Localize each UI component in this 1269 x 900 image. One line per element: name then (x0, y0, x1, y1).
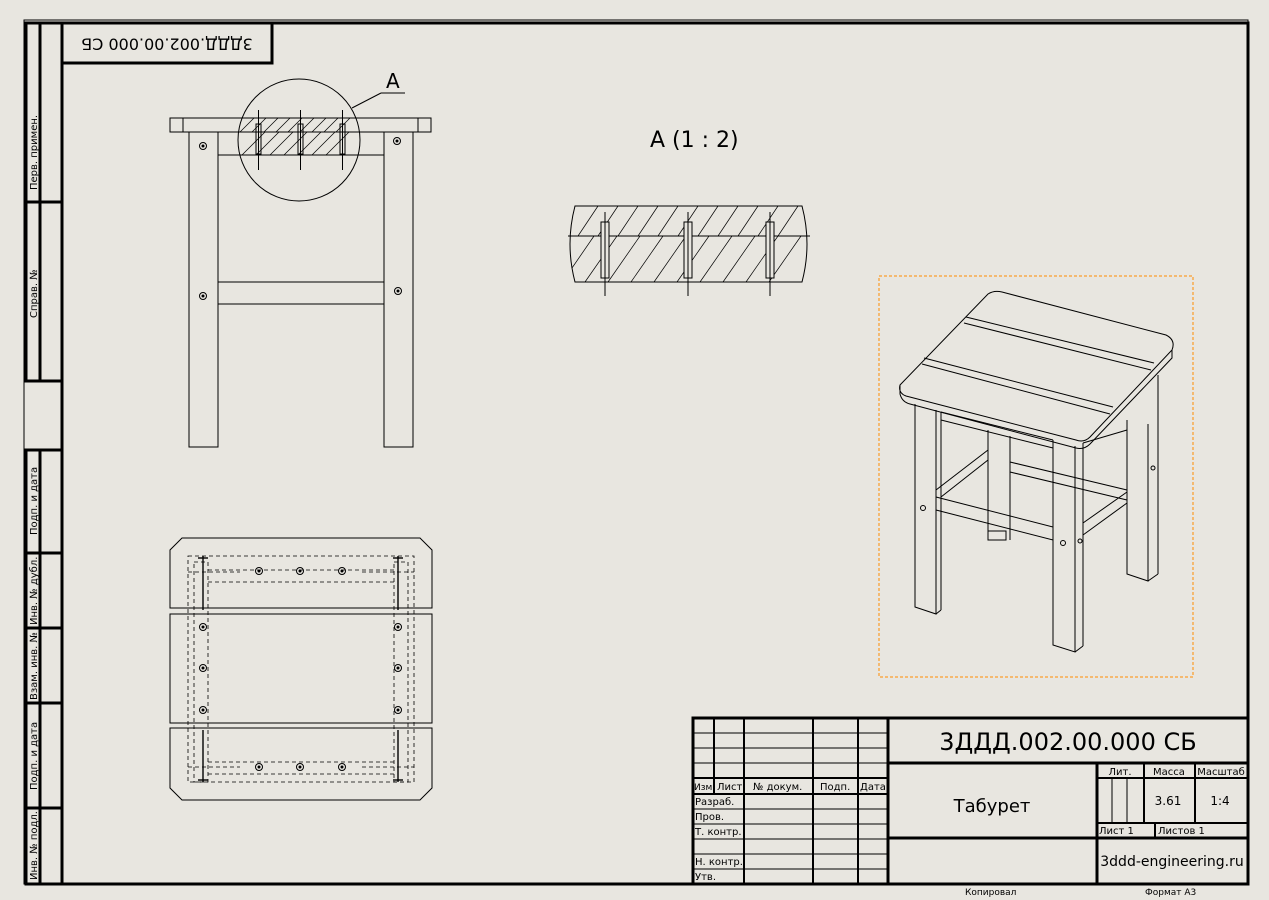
copied-label: Копировал (965, 888, 1016, 898)
sheets-total: Листов 1 (1158, 826, 1205, 837)
scale-value: 1:4 (1210, 794, 1229, 808)
left-margin-labels: Перв. примен. Справ. № Подп. и дата Инв.… (29, 115, 40, 880)
mass-value: 3.61 (1155, 794, 1182, 808)
top-bolts (198, 556, 403, 782)
detail-callout-label: A (386, 69, 400, 93)
sheet-number: Лист 1 (1099, 826, 1134, 837)
left-leg (188, 131, 219, 448)
header-data: Дата (860, 782, 886, 793)
designation: 3ДДД.002.00.000 СБ (939, 728, 1196, 756)
front-view (169, 78, 432, 448)
row-n-kontr: Н. контр. (695, 857, 743, 868)
sprav-no-label: Справ. № (29, 269, 40, 318)
row-utv: Утв. (695, 872, 716, 883)
vzam-inv-label: Взам. инв. № (29, 632, 40, 700)
header-podp: Подп. (820, 782, 850, 793)
header-massa: Масса (1153, 767, 1185, 778)
top-view (169, 537, 433, 801)
detail-callout-circle (237, 78, 361, 202)
top-board-2 (169, 613, 433, 724)
top-board-1 (169, 537, 433, 609)
detail-leader (351, 92, 382, 109)
seat-screws (255, 110, 346, 170)
detail-screws (600, 212, 775, 296)
header-masshtab: Масштаб (1197, 767, 1245, 778)
rotated-stamp: 3ДДД.002.00.000 СБ (60, 21, 274, 65)
organization: 3ddd-engineering.ru (1100, 854, 1243, 870)
row-prov: Пров. (695, 812, 724, 823)
seat-section-hatch (239, 117, 351, 156)
rotated-designation: 3ДДД.002.00.000 СБ (81, 35, 253, 54)
inv-dubl-label: Инв. № дубл. (29, 557, 40, 625)
inv-podl-label: Инв. № подл. (29, 811, 40, 880)
detail-board-outline (569, 205, 808, 283)
row-razrab: Разраб. (695, 797, 734, 808)
format-label: Формат A3 (1145, 888, 1196, 898)
left-margin-columns (24, 21, 64, 886)
title-block (691, 716, 1250, 886)
top-board-3 (169, 727, 433, 801)
podp-data-top-label: Подп. и дата (29, 467, 40, 535)
header-lit: Лит. (1108, 767, 1131, 778)
row-t-kontr: Т. контр. (694, 827, 742, 838)
title-block-text: 3ДДД.002.00.000 СБ Табурет 3ddd-engineer… (694, 728, 1245, 898)
header-doc-no: № докум. (753, 782, 802, 793)
front-bolt-holes (199, 137, 402, 300)
detail-view (568, 205, 810, 296)
detail-view-title: А (1 : 2) (650, 128, 739, 153)
header-izm: Изм. (694, 783, 715, 793)
iso-leg-front-right (1052, 440, 1076, 653)
perv-primen-label: Перв. примен. (29, 115, 40, 190)
iso-leg-back-right (1126, 420, 1149, 582)
iso-leg-front-left (914, 404, 937, 615)
podp-data-bottom-label: Подп. и дата (29, 722, 40, 790)
part-name: Табурет (953, 796, 1031, 817)
top-screw-heads (199, 567, 402, 771)
header-list: Лист (717, 782, 743, 793)
isometric-view (899, 290, 1174, 653)
selection-box[interactable] (878, 275, 1194, 678)
right-leg (383, 131, 414, 448)
